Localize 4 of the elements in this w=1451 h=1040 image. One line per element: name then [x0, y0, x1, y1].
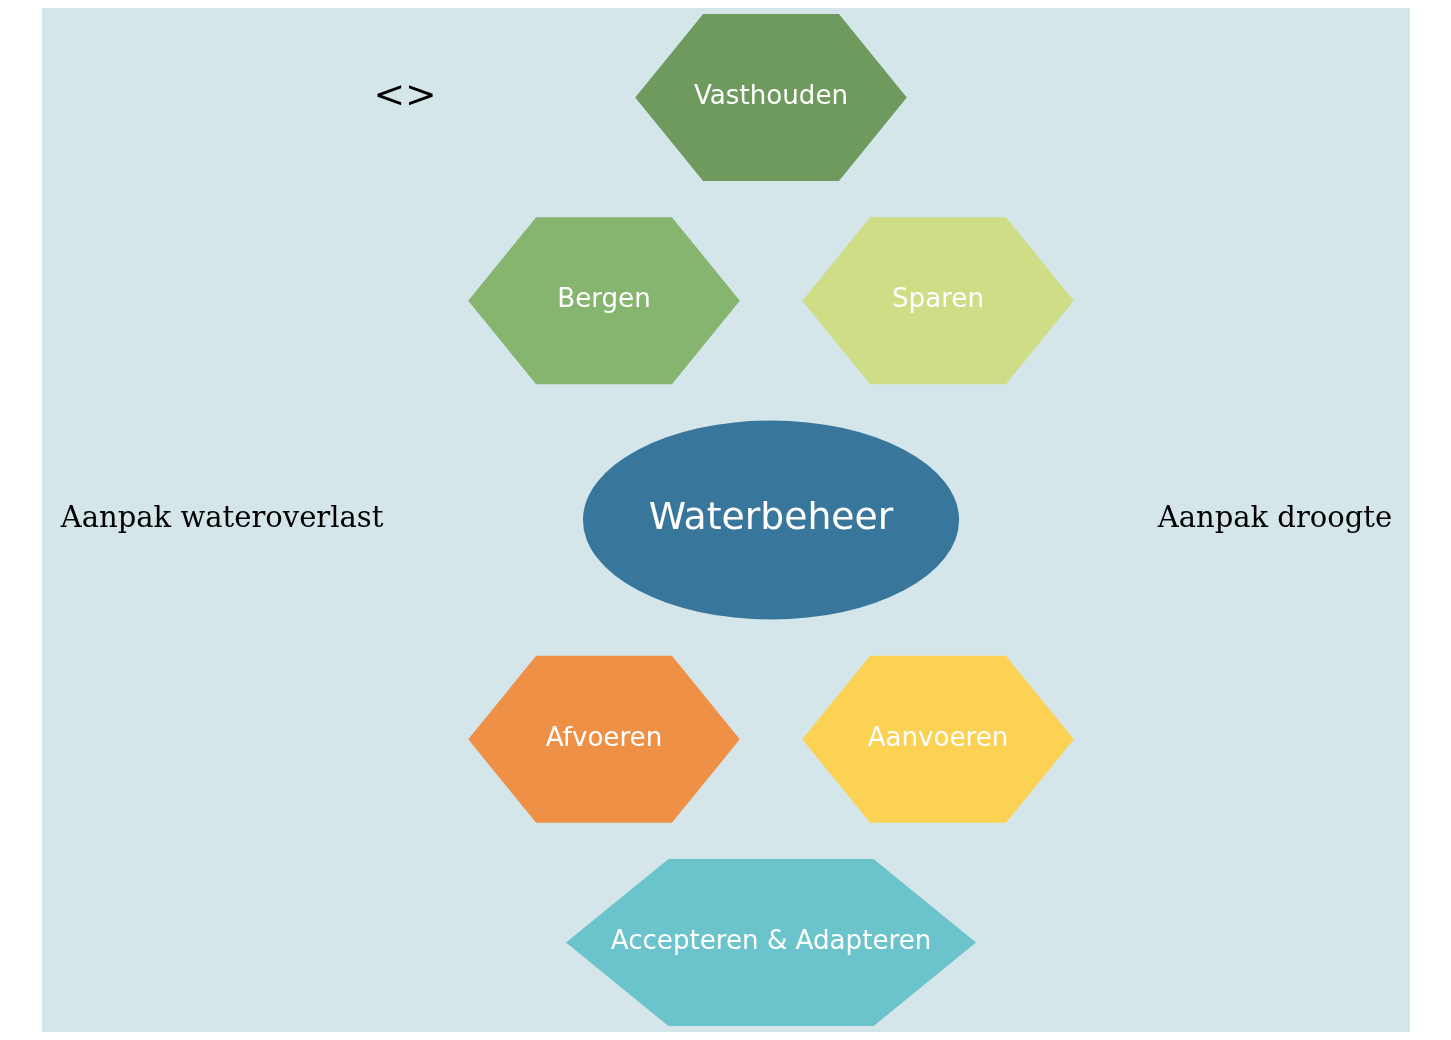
label: Aanpak droogte [1157, 500, 1392, 535]
label: Aanpak wateroverlast [60, 500, 383, 535]
node-ellipse: Waterbeheer [582, 420, 959, 620]
label: <> [372, 71, 437, 116]
